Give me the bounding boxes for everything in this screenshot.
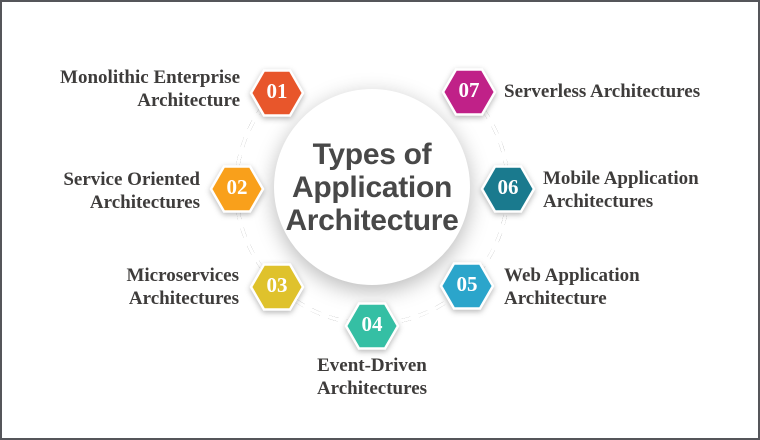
hexagon-04-number: 04	[361, 312, 383, 336]
label-line: Monolithic Enterprise	[60, 67, 240, 88]
label-line: Microservices	[126, 265, 239, 286]
hexagon-05	[439, 262, 495, 310]
center-circle	[274, 89, 470, 285]
title-line-2: Application	[291, 170, 453, 204]
hexagon-02-number: 02	[226, 175, 248, 199]
label-serverless-architectures: Serverless Architectures	[504, 80, 744, 103]
title-line-1: Types of	[312, 137, 432, 171]
hexagon-05-number: 05	[456, 272, 478, 296]
title-line-3: Architecture	[285, 203, 459, 237]
hexagon-01-number: 01	[266, 79, 288, 103]
label-line: Mobile Application	[543, 168, 699, 189]
hexagon-07	[441, 68, 497, 116]
label-line: Web Application	[504, 265, 640, 286]
diagram-title: Types of Application Architecture	[274, 89, 470, 285]
label-line: Service Oriented	[63, 169, 200, 190]
label-event-driven-architectures: Event-Driven Architectures	[272, 354, 472, 400]
hexagon-03-number: 03	[266, 273, 288, 297]
label-monolithic-enterprise-architecture: Monolithic Enterprise Architecture	[32, 66, 240, 112]
label-line: Serverless Architectures	[504, 81, 701, 102]
hexagon-01	[249, 69, 305, 117]
label-mobile-application-architectures: Mobile Application Architectures	[543, 167, 753, 213]
label-line: Architectures	[89, 192, 200, 213]
hexagon-03	[249, 263, 305, 311]
label-line: Architecture	[137, 90, 240, 111]
hexagon-06	[480, 165, 536, 213]
label-line: Architecture	[504, 288, 607, 309]
label-service-oriented-architectures: Service Oriented Architectures	[32, 168, 200, 214]
hexagon-06-number: 06	[497, 175, 519, 199]
label-line: Event-Driven	[317, 355, 427, 376]
hexagon-07-number: 07	[458, 78, 480, 102]
label-line: Architectures	[316, 378, 428, 399]
label-web-application-architecture: Web Application Architecture	[504, 264, 704, 310]
label-microservices-architectures: Microservices Architectures	[52, 264, 239, 310]
label-line: Architectures	[128, 288, 239, 309]
hexagon-04	[344, 302, 400, 350]
label-line: Architectures	[543, 191, 654, 212]
hexagon-02	[209, 165, 265, 213]
